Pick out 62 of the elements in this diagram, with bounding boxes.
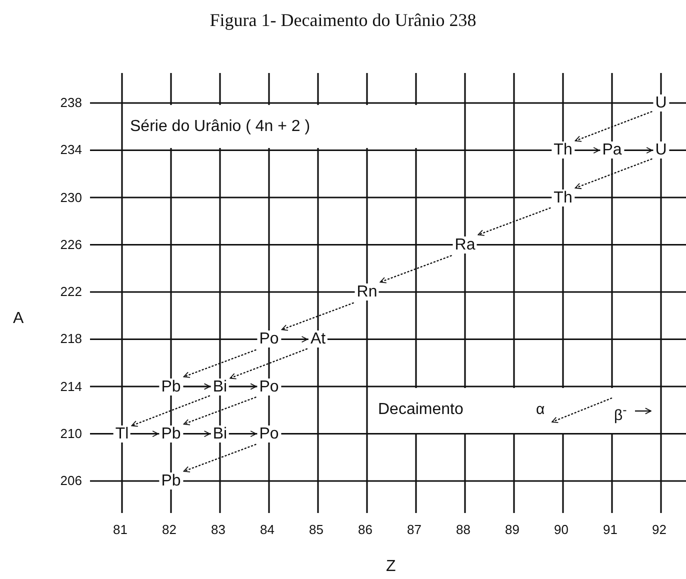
axis-tick-label: 222 — [60, 285, 82, 299]
axis-tick-label: 214 — [60, 380, 82, 394]
axis-tick-label: 86 — [358, 523, 372, 537]
alpha-decay-arrow — [183, 349, 256, 378]
axis-tick-label: 210 — [60, 426, 82, 441]
legend-label: α — [536, 400, 545, 418]
nuclide-label: Bi — [210, 425, 230, 442]
nuclide-label: U — [653, 142, 669, 159]
axis-tick-label: 88 — [456, 523, 470, 537]
axis-tick-label: 89 — [505, 523, 520, 537]
axis-tick-label: 91 — [603, 523, 618, 537]
legend-heading: Decaimento — [378, 400, 464, 418]
nuclide-label: Po — [257, 378, 281, 395]
alpha-decay-arrow — [131, 395, 210, 427]
axis-tick-label: 206 — [60, 474, 82, 488]
beta-decay-arrow — [184, 430, 210, 438]
axis-tick-label: 83 — [211, 523, 226, 537]
beta-decay-arrow — [282, 336, 308, 343]
axis-title: Z — [386, 558, 396, 576]
axis-tick-label: 238 — [60, 96, 82, 110]
alpha-decay-arrow — [281, 302, 354, 331]
axis-tick-label: 85 — [309, 523, 324, 537]
nuclide-label: Th — [552, 189, 574, 206]
alpha-decay-arrow — [230, 348, 308, 380]
axis-tick-label: 218 — [60, 332, 82, 346]
beta-decay-arrow — [230, 430, 257, 438]
alpha-decay-arrow — [574, 158, 652, 190]
beta-decay-arrow — [184, 383, 210, 390]
nuclide-label: At — [308, 330, 328, 348]
nuclide-label: Ra — [452, 236, 478, 254]
axis-tick-label: 82 — [162, 523, 176, 537]
axis-tick-label: 234 — [60, 143, 82, 158]
beta-decay-arrow — [624, 147, 653, 154]
beta-decay-arrow — [230, 383, 257, 390]
axis-tick-label: 81 — [113, 523, 128, 537]
nuclide-label: Pa — [600, 142, 624, 159]
alpha-decay-arrow — [183, 444, 256, 472]
alpha-decay-arrow — [574, 110, 652, 142]
alpha-decay-arrow — [380, 254, 452, 284]
axis-tick-label: 84 — [260, 523, 274, 537]
alpha-decay-arrow — [478, 207, 551, 236]
legend-label: β$^{-}$ — [614, 402, 627, 424]
axis-tick-label: 226 — [60, 238, 82, 252]
figure-title: Figura 1- Decaimento do Urânio 238 — [208, 10, 478, 30]
axis-title: A — [13, 310, 24, 328]
nuclide-label: Po — [257, 425, 281, 442]
axis-tick-label: 92 — [652, 523, 666, 537]
axis-tick-label: 90 — [554, 523, 568, 537]
beta-decay-arrow — [132, 430, 159, 438]
nuclide-label: Pb — [159, 472, 183, 490]
nuclide-label: Pb — [159, 425, 183, 442]
alpha-decay-arrow — [183, 396, 256, 426]
nuclide-label: U — [653, 94, 669, 112]
beta-decay-arrow — [575, 147, 600, 154]
nuclide-label: Pb — [159, 378, 183, 395]
nuclide-label: Po — [257, 330, 281, 348]
nuclide-label: Tl — [113, 425, 131, 442]
nuclide-label: Bi — [210, 378, 230, 395]
nuclide-label: Th — [552, 142, 574, 159]
axis-tick-label: 230 — [60, 190, 82, 204]
nuclide-label: Rn — [354, 284, 380, 300]
axis-tick-label: 87 — [407, 523, 422, 537]
